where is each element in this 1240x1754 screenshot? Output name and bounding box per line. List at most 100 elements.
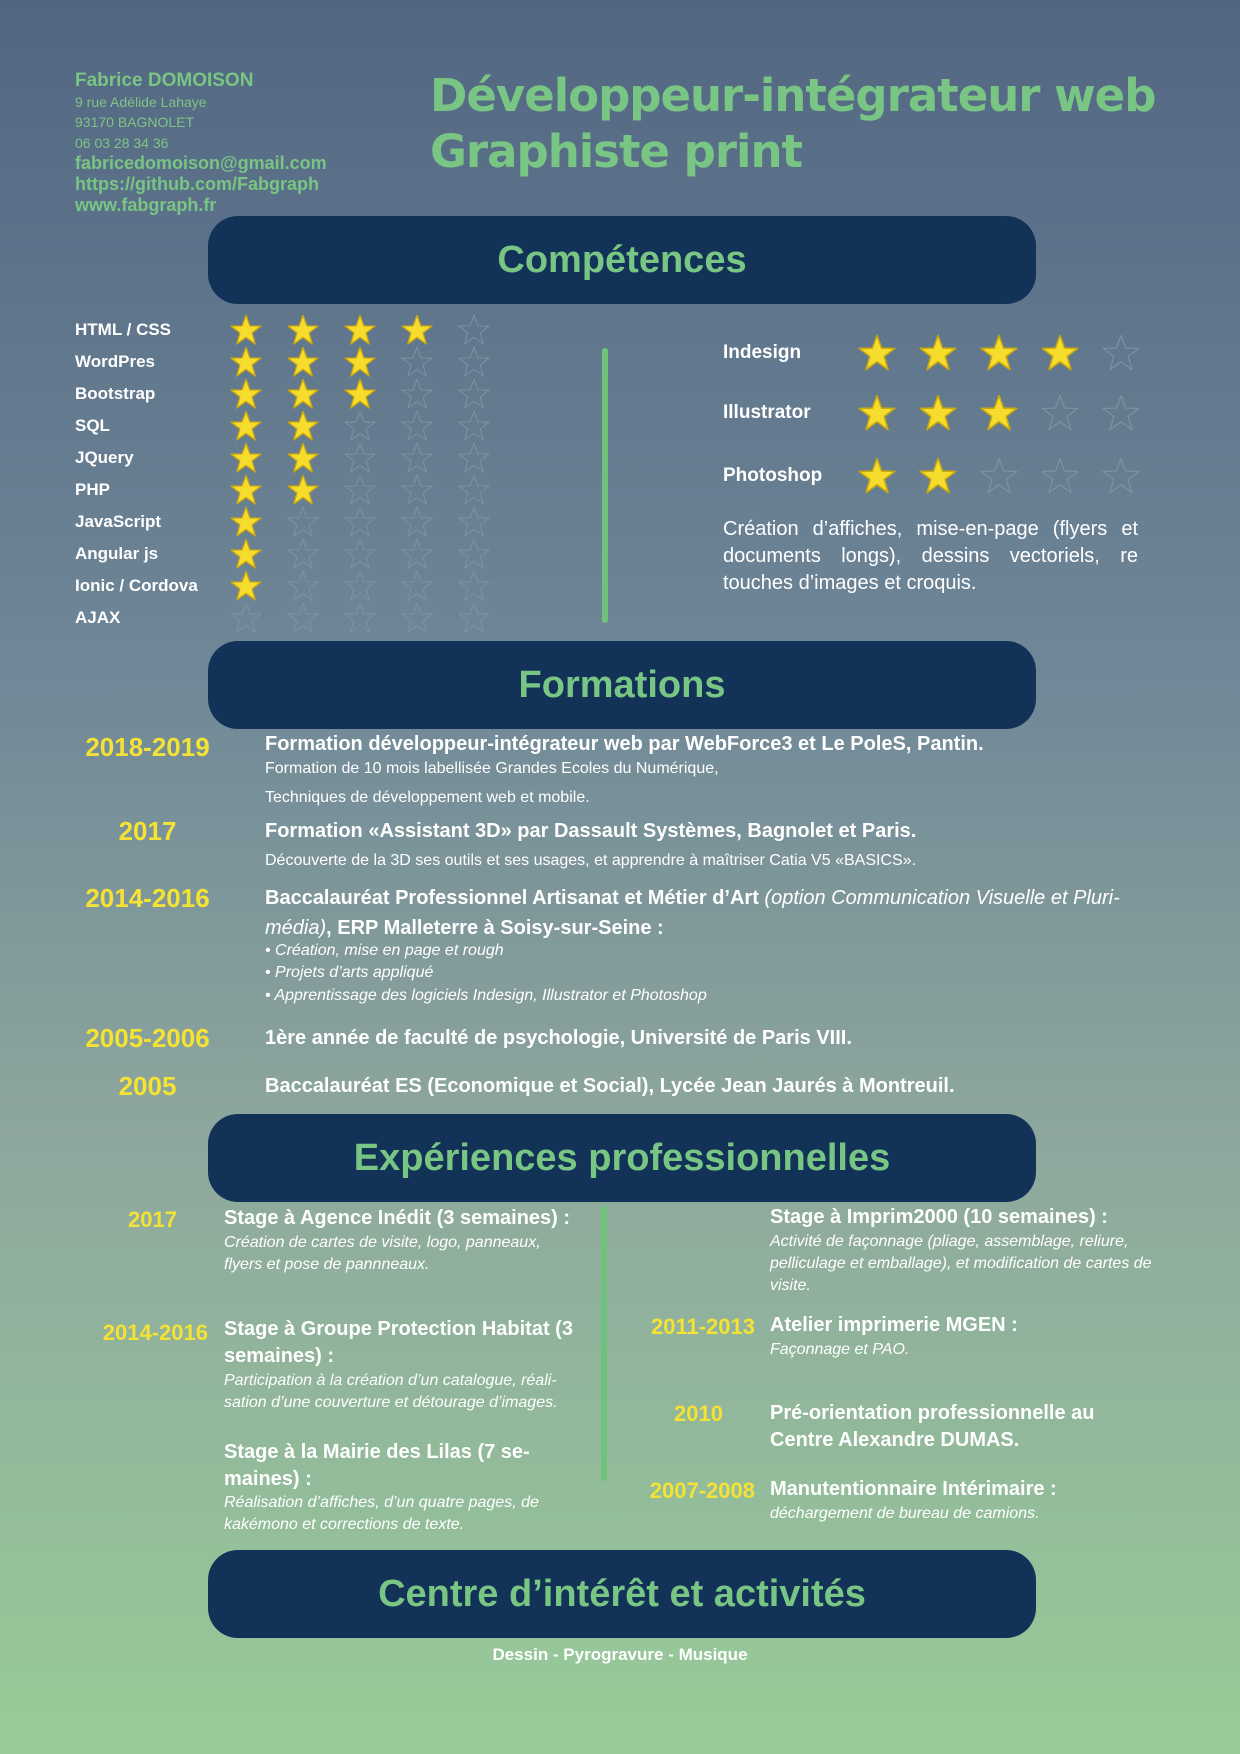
email-link[interactable]: fabricedomoison@gmail.com	[75, 153, 327, 173]
star-icon	[344, 378, 401, 410]
star-icon	[401, 346, 458, 378]
experience-description: Création de cartes de visite, logo, pann…	[224, 1234, 541, 1273]
star-icon	[401, 410, 458, 442]
star-icon	[344, 346, 401, 378]
star-icon	[344, 538, 401, 570]
star-icon	[287, 410, 344, 442]
formation-year: 2005-2006	[85, 1023, 210, 1053]
star-icon	[230, 378, 287, 410]
github-link[interactable]: https://github.com/Fabgraph	[75, 174, 319, 194]
experience-title: Manutentionnaire Intérimaire :	[770, 1478, 1057, 1500]
skill-row: SQL	[75, 410, 515, 442]
phone-number: 06 03 28 34 36	[75, 135, 169, 151]
headline-line-2: Graphiste print	[430, 125, 803, 178]
skill-rating	[230, 346, 515, 378]
star-icon	[230, 570, 287, 602]
formation-title: 1ère année de faculté de psychologie, Un…	[265, 1027, 852, 1049]
formation-description: Découverte de la 3D ses outils et ses us…	[265, 852, 916, 869]
star-icon	[401, 570, 458, 602]
star-icon	[230, 346, 287, 378]
formations-banner: Formations	[208, 641, 1036, 729]
star-icon	[401, 442, 458, 474]
experiences-banner: Expériences professionnelles	[208, 1114, 1036, 1202]
skill-name: Indesign	[723, 342, 802, 363]
skills-divider	[602, 348, 608, 623]
experience-description: Activité de façonnage (pliage, assemblag…	[770, 1233, 1152, 1294]
star-icon	[287, 570, 344, 602]
star-icon	[980, 334, 1041, 371]
experience-description: déchargement de bureau de camions.	[770, 1505, 1040, 1522]
skills-banner: Compétences	[208, 216, 1036, 304]
skill-rating	[230, 570, 515, 602]
design-skill-row: Indesign	[723, 333, 1163, 373]
experience-title: Stage à la Mairie des Lilas (7 se-maines…	[224, 1441, 530, 1490]
formation-title-school: , ERP Malleterre à Soisy-sur-Seine :	[326, 917, 664, 939]
formation-year: 2018-2019	[85, 732, 210, 762]
skill-name: PHP	[75, 480, 110, 499]
experiences-divider	[601, 1206, 607, 1481]
star-icon	[458, 538, 515, 570]
skill-row: Angular js	[75, 538, 515, 570]
experience-year: 2010	[674, 1401, 723, 1426]
experience-description: Façonnage et PAO.	[770, 1341, 910, 1358]
skill-rating	[230, 602, 515, 634]
experience-title: Pré-orientation professionnelle au Centr…	[770, 1402, 1095, 1451]
skill-row: Ionic / Cordova	[75, 570, 515, 602]
star-icon	[1041, 457, 1102, 494]
skill-row: HTML / CSS	[75, 314, 515, 346]
star-icon	[344, 410, 401, 442]
interests-title: Centre d’intérêt et activités	[378, 1572, 866, 1615]
star-icon	[458, 506, 515, 538]
skill-name: HTML / CSS	[75, 320, 172, 339]
address-line-1: 9 rue Adélide Lahaye	[75, 94, 207, 110]
skill-name: JQuery	[75, 448, 134, 467]
star-icon	[401, 538, 458, 570]
star-icon	[401, 314, 458, 346]
star-icon	[344, 506, 401, 538]
star-icon	[401, 474, 458, 506]
skills-title: Compétences	[497, 238, 747, 281]
design-skill-row: Illustrator	[723, 393, 1163, 433]
formation-title-main: Baccalauréat Professionnel Artisanat et …	[265, 887, 759, 909]
star-icon	[458, 378, 515, 410]
star-icon	[458, 314, 515, 346]
star-icon	[287, 346, 344, 378]
experiences-title: Expériences professionnelles	[353, 1136, 891, 1179]
star-icon	[1041, 334, 1102, 371]
star-icon	[858, 394, 919, 431]
experience-year: 2011-2013	[651, 1314, 755, 1339]
star-icon	[919, 457, 980, 494]
skill-name: Bootstrap	[75, 384, 156, 403]
star-icon	[230, 410, 287, 442]
star-icon	[344, 474, 401, 506]
star-icon	[287, 602, 344, 634]
formation-title: Baccalauréat ES (Economique et Social), …	[265, 1075, 955, 1097]
star-icon	[230, 442, 287, 474]
star-icon	[344, 602, 401, 634]
star-icon	[230, 506, 287, 538]
star-icon	[458, 570, 515, 602]
website-link[interactable]: www.fabgraph.fr	[75, 195, 217, 215]
skill-name: WordPres	[75, 352, 155, 371]
formation-year: 2005	[118, 1071, 177, 1101]
experience-year: 2014-2016	[102, 1320, 208, 1345]
skill-rating	[858, 394, 1163, 431]
star-icon	[230, 538, 287, 570]
star-icon	[287, 538, 344, 570]
skill-row: PHP	[75, 474, 515, 506]
formation-year: 2017	[118, 816, 177, 846]
skill-row: Bootstrap	[75, 378, 515, 410]
experience-title: Stage à Groupe Protection Habitat (3 sem…	[224, 1318, 573, 1367]
formation-description: Techniques de développement web et mobil…	[265, 789, 590, 806]
experience-title: Stage à Imprim2000 (10 semaines) :	[770, 1206, 1108, 1228]
formation-bullet: • Projets d’arts appliqué	[265, 964, 434, 981]
star-icon	[919, 394, 980, 431]
skill-name: Angular js	[75, 544, 159, 563]
skill-row: WordPres	[75, 346, 515, 378]
contact-block: Fabrice DOMOISON 9 rue Adélide Lahaye 93…	[75, 70, 327, 216]
formation-bullet: • Création, mise en page et rough	[265, 942, 504, 959]
formation-title: Formation développeur-intégrateur web pa…	[265, 733, 984, 755]
skill-name: SQL	[75, 416, 110, 435]
star-icon	[230, 314, 287, 346]
star-icon	[287, 314, 344, 346]
